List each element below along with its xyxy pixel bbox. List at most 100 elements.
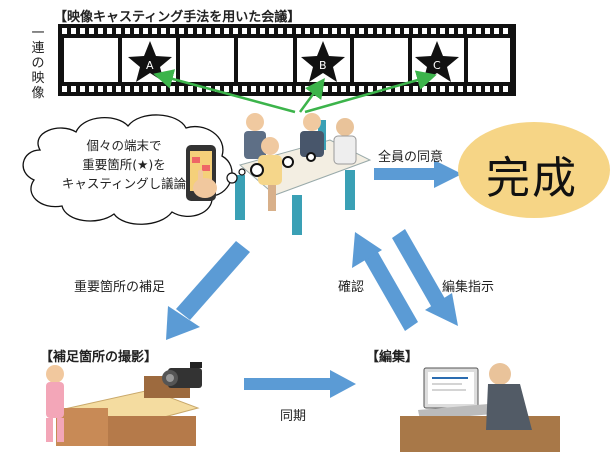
bed-scene-illustration [46,365,200,446]
sprocket-hole [359,86,364,92]
sprocket-hole [80,86,85,92]
sprocket-hole [278,28,283,34]
sprocket-hole [305,86,310,92]
sprocket-hole [422,86,427,92]
sprocket-hole [458,28,463,34]
sprocket-hole [449,86,454,92]
edit-label: 【編集】 [366,350,419,365]
sprocket-hole [260,86,265,92]
sprocket-hole [404,86,409,92]
smartphone-icon [186,145,217,201]
sprocket-hole [134,28,139,34]
sprocket-hole [269,86,274,92]
sprocket-hole [467,86,472,92]
sprocket-hole [341,28,346,34]
sprocket-hole [188,86,193,92]
confirm-label: 確認 [338,280,365,295]
sync-arrow [244,370,356,398]
supplement-label: 重要箇所の補足 [74,280,166,295]
bubble-line: 個々の端末で [86,138,162,153]
bubble-line: 重要箇所(★)を [82,157,166,172]
sprocket-hole [440,86,445,92]
sprocket-hole [134,86,139,92]
page-title: 【映像キャスティング手法を用いた会議】 [54,10,301,25]
sprocket-hole [116,28,121,34]
sprocket-hole [116,86,121,92]
sprocket-hole [188,28,193,34]
sprocket-hole [260,28,265,34]
consensus-label: 全員の同意 [378,150,444,165]
complete-ellipse [458,122,610,218]
sprocket-hole [179,28,184,34]
sprocket-hole [314,28,319,34]
film-side-label: 一連の映像 [31,26,45,101]
sprocket-hole [323,86,328,92]
sprocket-hole [170,28,175,34]
sprocket-hole [170,86,175,92]
sprocket-hole [278,86,283,92]
sprocket-hole [368,86,373,92]
sprocket-hole [125,86,130,92]
sprocket-hole [395,86,400,92]
sprocket-hole [296,28,301,34]
sprocket-hole [62,86,67,92]
sprocket-hole [242,86,247,92]
sprocket-hole [449,28,454,34]
sprocket-hole [431,86,436,92]
bubble-line: キャスティングし議論 [61,176,187,191]
sprocket-hole [233,86,238,92]
video-camera-icon [162,362,202,388]
sprocket-hole [377,86,382,92]
sprocket-hole [251,86,256,92]
sprocket-hole [143,28,148,34]
sprocket-hole [350,86,355,92]
confirm-arrow [352,232,418,331]
sprocket-hole [368,28,373,34]
sprocket-hole [503,28,508,34]
sprocket-hole [215,28,220,34]
sprocket-hole [215,86,220,92]
sprocket-hole [341,86,346,92]
supplement-arrow [166,241,250,340]
sprocket-hole [305,28,310,34]
sprocket-hole [89,28,94,34]
sprocket-hole [269,28,274,34]
sprocket-hole [152,28,157,34]
sprocket-hole [422,28,427,34]
sync-label: 同期 [280,409,307,424]
sprocket-hole [494,86,499,92]
sprocket-hole [485,28,490,34]
sprocket-hole [476,28,481,34]
sprocket-hole [125,28,130,34]
sprocket-hole [431,28,436,34]
sprocket-hole [323,28,328,34]
sprocket-hole [98,28,103,34]
sprocket-hole [332,86,337,92]
sprocket-hole [80,28,85,34]
bubble-text: 個々の端末で 重要箇所(★)を キャスティングし議論 [44,136,204,193]
sprocket-hole [224,28,229,34]
sprocket-hole [71,86,76,92]
sprocket-hole [413,28,418,34]
sprocket-hole [404,28,409,34]
sprocket-hole [251,28,256,34]
complete-label: 完成 [486,153,578,204]
sprocket-hole [71,28,76,34]
sprocket-hole [206,28,211,34]
sprocket-hole [287,28,292,34]
edit-instruction-arrow [392,229,458,326]
sprocket-hole [179,86,184,92]
sprocket-hole [494,28,499,34]
sprocket-hole [458,86,463,92]
sprocket-hole [107,86,112,92]
consensus-arrow [374,160,462,188]
sprocket-hole [143,86,148,92]
sprocket-hole [485,86,490,92]
sprocket-hole [224,86,229,92]
star-b-icon [301,41,345,82]
sprocket-hole [62,28,67,34]
star-c-label: C [433,59,441,72]
cast-arrows [153,69,437,114]
sprocket-hole [359,28,364,34]
